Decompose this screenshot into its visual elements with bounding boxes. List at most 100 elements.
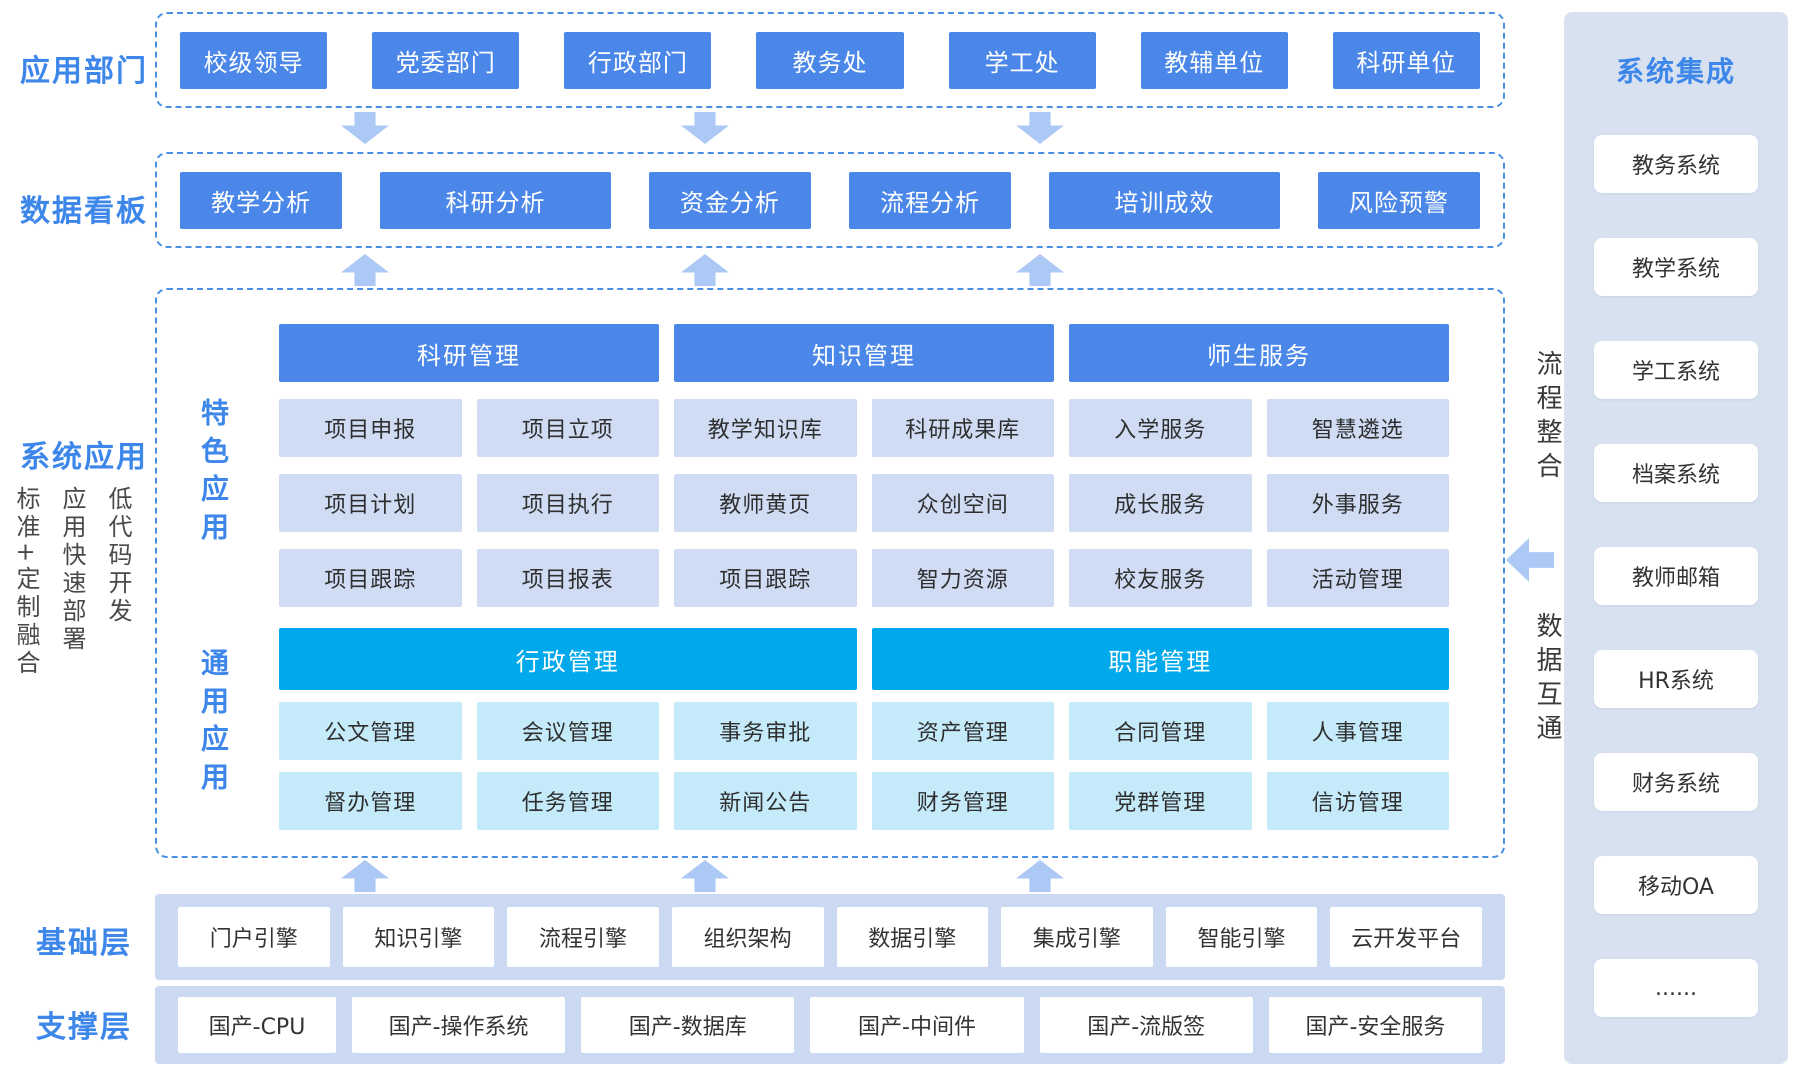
app-cell: 教师黄页 — [674, 474, 857, 532]
app-cell: 项目跟踪 — [279, 549, 462, 607]
label-system-applications: 系统应用 — [20, 440, 148, 475]
app-cell: 人事管理 — [1266, 702, 1449, 760]
label-general-apps: 通用应用 — [197, 648, 230, 800]
app-cell: 智力资源 — [871, 549, 1054, 607]
dashboard-node: 流程分析 — [849, 171, 1012, 229]
app-cell: 督办管理 — [279, 772, 462, 830]
app-cell: 校友服务 — [1069, 549, 1252, 607]
group-header: 职能管理 — [871, 628, 1449, 690]
app-cell: 活动管理 — [1266, 549, 1449, 607]
domestic-tech-cell: 国产-操作系统 — [351, 997, 566, 1053]
up-arrow-icon — [681, 254, 729, 286]
up-arrow-icon — [1016, 860, 1064, 892]
up-arrow-icon — [1016, 254, 1064, 286]
dashboard-node: 科研分析 — [380, 171, 611, 229]
dept-node: 校级领导 — [180, 31, 328, 89]
app-cell: 科研成果库 — [871, 399, 1054, 457]
down-arrow-icon — [1016, 112, 1064, 144]
app-cell: 任务管理 — [476, 772, 659, 830]
integration-system-cell: 教务系统 — [1594, 135, 1758, 193]
dept-node: 教务处 — [756, 31, 904, 89]
app-cell: 智慧遴选 — [1266, 399, 1449, 457]
engine-cell: 云开发平台 — [1330, 907, 1482, 967]
up-arrow-icon — [681, 860, 729, 892]
dept-node: 党委部门 — [372, 31, 520, 89]
engine-cell: 组织架构 — [671, 907, 824, 967]
dashboard-node: 培训成效 — [1049, 171, 1280, 229]
app-cell: 外事服务 — [1266, 474, 1449, 532]
label-process-integration: 流程整合 — [1532, 350, 1562, 486]
domestic-tech-cell: 国产-CPU — [178, 997, 336, 1053]
data-dashboard-box: 教学分析 科研分析 资金分析 流程分析 培训成效 风险预警 — [155, 152, 1505, 248]
label-featured-apps: 特色应用 — [197, 398, 230, 550]
app-cell: 事务审批 — [674, 702, 857, 760]
app-cell: 财务管理 — [871, 772, 1054, 830]
support-layer-band: 国产-CPU 国产-操作系统 国产-数据库 国产-中间件 国产-流版签 国产-安… — [155, 986, 1505, 1064]
system-applications-box: 特色应用 通用应用 科研管理 知识管理 师生服务 项目申报 项目立项 教学知识库… — [155, 288, 1505, 858]
app-cell: 新闻公告 — [674, 772, 857, 830]
featured-apps-grid: 科研管理 知识管理 师生服务 项目申报 项目立项 教学知识库 科研成果库 入学服… — [279, 324, 1449, 607]
engine-cell: 集成引擎 — [1001, 907, 1153, 967]
base-layer-band: 门户引擎 知识引擎 流程引擎 组织架构 数据引擎 集成引擎 智能引擎 云开发平台 — [155, 894, 1505, 980]
integration-system-cell: 学工系统 — [1594, 341, 1758, 399]
integration-system-cell: 教师邮箱 — [1594, 547, 1758, 605]
app-departments-box: 校级领导 党委部门 行政部门 教务处 学工处 教辅单位 科研单位 — [155, 12, 1505, 108]
group-header: 科研管理 — [279, 324, 659, 382]
group-header: 行政管理 — [279, 628, 857, 690]
app-cell: 入学服务 — [1069, 399, 1252, 457]
label-support-layer: 支撑层 — [36, 1010, 132, 1045]
domestic-tech-cell: 国产-数据库 — [581, 997, 795, 1053]
engine-cell: 数据引擎 — [836, 907, 989, 967]
up-arrow-icon — [341, 860, 389, 892]
general-apps-grid: 行政管理 职能管理 公文管理 会议管理 事务审批 资产管理 合同管理 人事管理 … — [279, 628, 1449, 830]
note-standard-custom-fusion: 标准+定制融合 — [12, 486, 40, 679]
engine-cell: 门户引擎 — [178, 907, 330, 967]
domestic-tech-cell: 国产-安全服务 — [1268, 997, 1483, 1053]
app-cell: 项目报表 — [476, 549, 659, 607]
integration-system-cell: ...... — [1594, 959, 1758, 1017]
app-cell: 项目执行 — [476, 474, 659, 532]
dept-node: 教辅单位 — [1140, 31, 1288, 89]
group-header: 师生服务 — [1069, 324, 1449, 382]
engine-cell: 知识引擎 — [342, 907, 495, 967]
integration-system-cell: 移动OA — [1594, 856, 1758, 914]
domestic-tech-cell: 国产-中间件 — [810, 997, 1024, 1053]
up-arrow-icon — [341, 254, 389, 286]
down-arrow-icon — [681, 112, 729, 144]
dept-node: 学工处 — [948, 31, 1096, 89]
app-cell: 公文管理 — [279, 702, 462, 760]
dashboard-node: 风险预警 — [1317, 171, 1480, 229]
engine-cell: 流程引擎 — [507, 907, 659, 967]
down-arrow-icon — [341, 112, 389, 144]
app-cell: 合同管理 — [1069, 702, 1252, 760]
app-cell: 信访管理 — [1266, 772, 1449, 830]
sidebar-title: 系统集成 — [1615, 55, 1736, 88]
label-data-dashboard: 数据看板 — [20, 194, 148, 229]
app-cell: 项目计划 — [279, 474, 462, 532]
left-arrow-icon — [1506, 538, 1554, 582]
app-cell: 项目立项 — [476, 399, 659, 457]
label-base-layer: 基础层 — [36, 926, 132, 961]
group-header: 知识管理 — [674, 324, 1054, 382]
app-cell: 项目跟踪 — [674, 549, 857, 607]
app-cell: 成长服务 — [1069, 474, 1252, 532]
integration-system-cell: 教学系统 — [1594, 238, 1758, 296]
dept-node: 科研单位 — [1332, 31, 1480, 89]
integration-system-cell: 档案系统 — [1594, 444, 1758, 502]
app-cell: 党群管理 — [1069, 772, 1252, 830]
system-integration-panel: 系统集成 教务系统 教学系统 学工系统 档案系统 教师邮箱 HR系统 财务系统 … — [1564, 12, 1788, 1064]
integration-system-cell: 财务系统 — [1594, 753, 1758, 811]
note-low-code-dev: 低代码开发 — [104, 486, 132, 626]
dashboard-node: 资金分析 — [648, 171, 811, 229]
label-app-departments: 应用部门 — [20, 54, 148, 89]
integration-system-cell: HR系统 — [1594, 650, 1758, 708]
label-data-interoperability: 数据互通 — [1532, 612, 1562, 748]
engine-cell: 智能引擎 — [1165, 907, 1318, 967]
app-cell: 众创空间 — [871, 474, 1054, 532]
dashboard-node: 教学分析 — [180, 171, 343, 229]
app-cell: 会议管理 — [476, 702, 659, 760]
app-cell: 项目申报 — [279, 399, 462, 457]
dept-node: 行政部门 — [564, 31, 712, 89]
domestic-tech-cell: 国产-流版签 — [1039, 997, 1253, 1053]
